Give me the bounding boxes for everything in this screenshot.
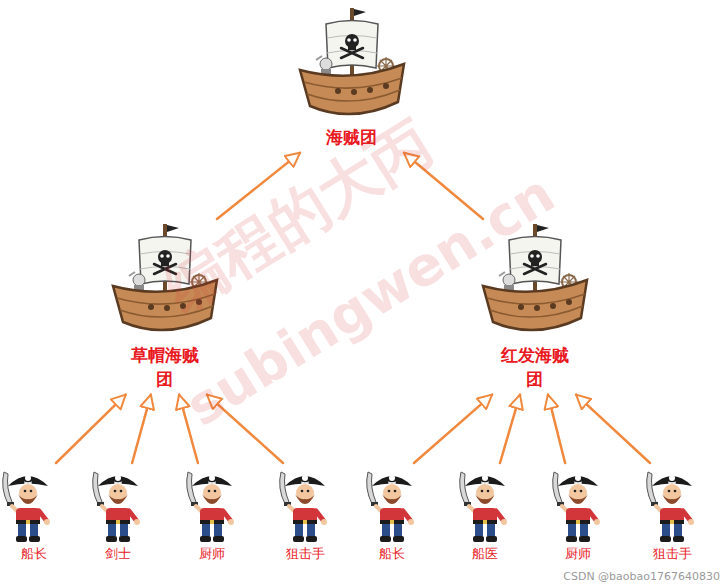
pirate-illustration — [460, 472, 507, 542]
pirate-illustration — [367, 472, 414, 542]
arrow-connector — [548, 395, 565, 463]
crew-member-node: 船长 — [362, 466, 422, 563]
arrow-connector — [132, 395, 151, 463]
crew-member-node: 狙击手 — [642, 466, 702, 563]
crew-member-node: 厨师 — [182, 466, 242, 563]
crew-member-node: 船医 — [455, 466, 515, 563]
credit-text: CSDN @baobao1767640830 — [563, 570, 720, 583]
crew-member-node: 厨师 — [548, 466, 608, 563]
pirate-illustration — [187, 472, 234, 542]
pirate-illustration — [553, 472, 600, 542]
pirate-illustration — [93, 472, 140, 542]
role-name: 厨师 — [548, 546, 608, 563]
role-name: 狙击手 — [275, 546, 335, 563]
crew-member-node: 剑士 — [88, 466, 148, 563]
crew-member-node: 船长 — [4, 466, 64, 563]
role-name: 狙击手 — [642, 546, 702, 563]
arrow-connector — [576, 395, 650, 463]
crew-member-node: 狙击手 — [275, 466, 335, 563]
role-name: 剑士 — [88, 546, 148, 563]
role-name: 船医 — [455, 546, 515, 563]
arrow-connector — [414, 395, 492, 463]
group-name: 红发海贼团 — [498, 344, 573, 392]
pirate-illustration — [280, 472, 327, 542]
arrow-connector — [500, 395, 520, 463]
role-name: 船长 — [362, 546, 422, 563]
role-name: 船长 — [4, 546, 64, 563]
ship-illustration — [300, 8, 404, 114]
role-name: 厨师 — [182, 546, 242, 563]
pirate-illustration — [3, 472, 50, 542]
arrow-connector — [56, 395, 126, 463]
pirate-illustration — [647, 472, 694, 542]
